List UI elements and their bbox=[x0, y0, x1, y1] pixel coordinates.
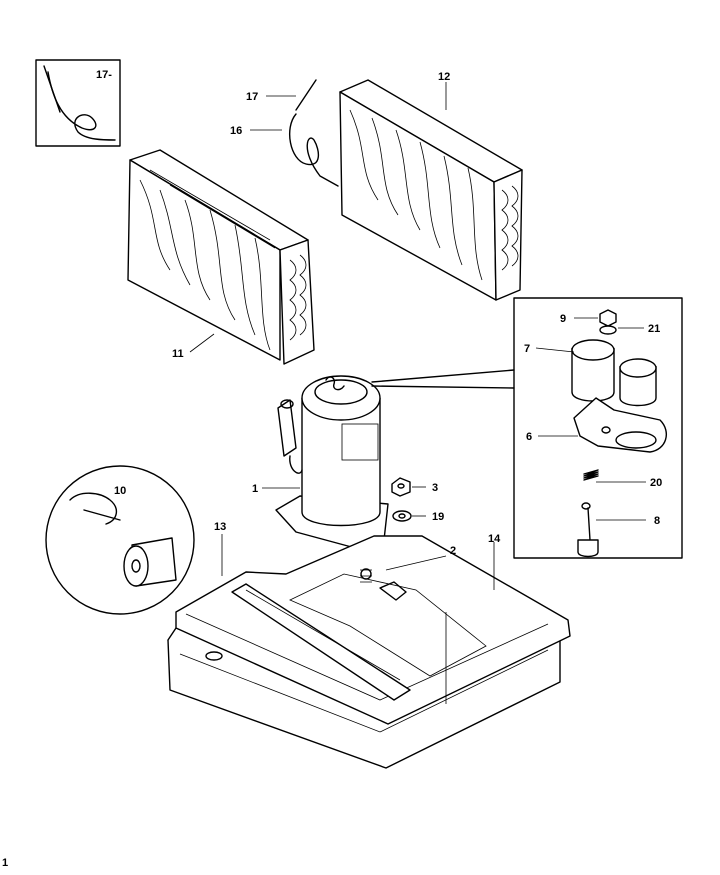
callout-20: 20 bbox=[650, 477, 662, 489]
callout-16: 16 bbox=[230, 125, 242, 137]
leader-lines bbox=[189, 82, 646, 590]
callout-17-inset: 17- bbox=[96, 69, 112, 81]
callout-8: 8 bbox=[654, 515, 660, 527]
base-pan bbox=[167, 535, 571, 769]
callout-6: 6 bbox=[526, 431, 532, 443]
callout-12: 12 bbox=[438, 71, 450, 83]
callout-14: 14 bbox=[488, 533, 501, 545]
sensor-bulb bbox=[289, 79, 339, 187]
callout-9: 9 bbox=[560, 313, 566, 325]
callout-13: 13 bbox=[214, 521, 226, 533]
compressor bbox=[275, 375, 389, 553]
callout-labels: 17- 17 16 12 11 1 3 19 10 13 14 2 9 21 7… bbox=[2, 69, 662, 869]
page-mark: 1 bbox=[2, 857, 8, 869]
callout-11: 11 bbox=[172, 348, 184, 360]
callout-3: 3 bbox=[432, 482, 438, 494]
inset-sensor-detail bbox=[35, 59, 121, 147]
capacitor-inset bbox=[45, 465, 195, 615]
nut-and-washer bbox=[391, 477, 412, 522]
mounting-detail-inset bbox=[371, 297, 683, 559]
callout-7: 7 bbox=[524, 343, 530, 355]
callout-2: 2 bbox=[450, 545, 456, 557]
callout-17: 17 bbox=[246, 91, 258, 103]
callout-21: 21 bbox=[648, 323, 660, 335]
coil-left bbox=[127, 149, 315, 365]
callout-1: 1 bbox=[252, 483, 258, 495]
callout-19: 19 bbox=[432, 511, 444, 523]
coil-right bbox=[339, 79, 523, 301]
callout-10: 10 bbox=[114, 485, 126, 497]
